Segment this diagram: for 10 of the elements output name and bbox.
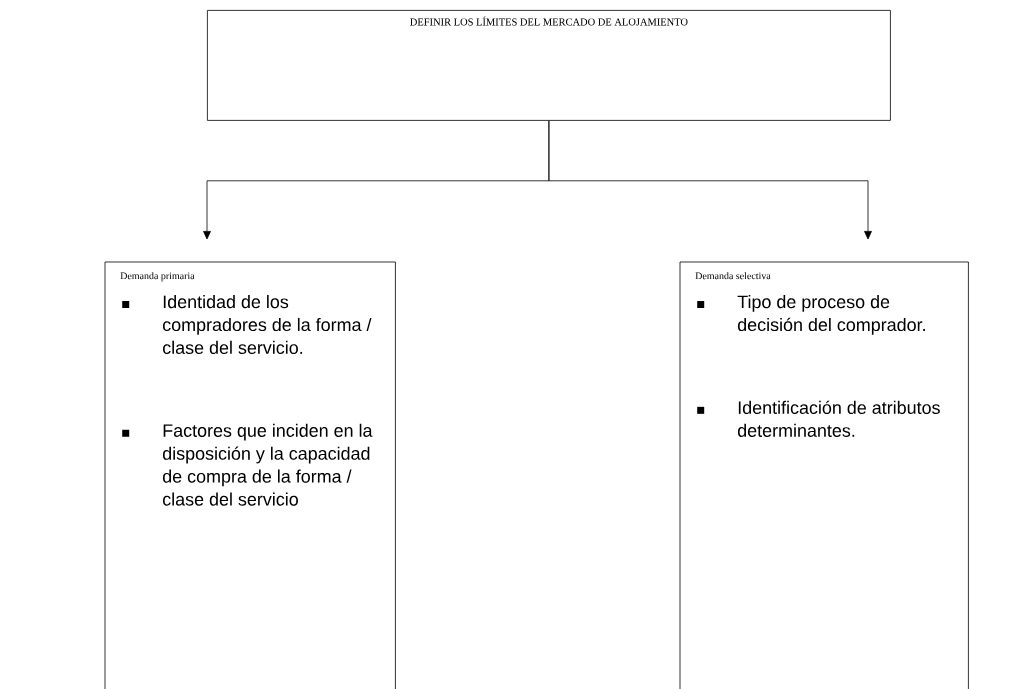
node-label: Demanda primaria: [120, 272, 195, 282]
node-label: Identidad de los compradores de la forma / clase del servicio.: [162, 295, 372, 355]
node-label: Identificación de atributos determinantes.: [737, 400, 940, 437]
node-label: Demanda selectiva: [695, 272, 771, 280]
title-box: DEFINIR LOS LÍMITES DEL MERCADO DE ALOJAMIENTO: [207, 10, 891, 121]
node-label: Tipo de proceso de decisión del comprador.: [737, 295, 925, 335]
demand-box: Demanda primaria Identidad de los compradores de la forma / clase del servicio. Factores que inciden en la disposición y la capacidad de compra de la forma / clase del servicio: [104, 261, 396, 689]
node-label: Factores que inciden en la disposición y la capacidad de compra de la forma / clase del servicio: [162, 423, 373, 506]
arrow: [548, 120, 872, 240]
demand-box: Demanda selectiva Tipo de proceso de decisión del comprador. Identificación de atributos determinantes.: [679, 261, 969, 689]
